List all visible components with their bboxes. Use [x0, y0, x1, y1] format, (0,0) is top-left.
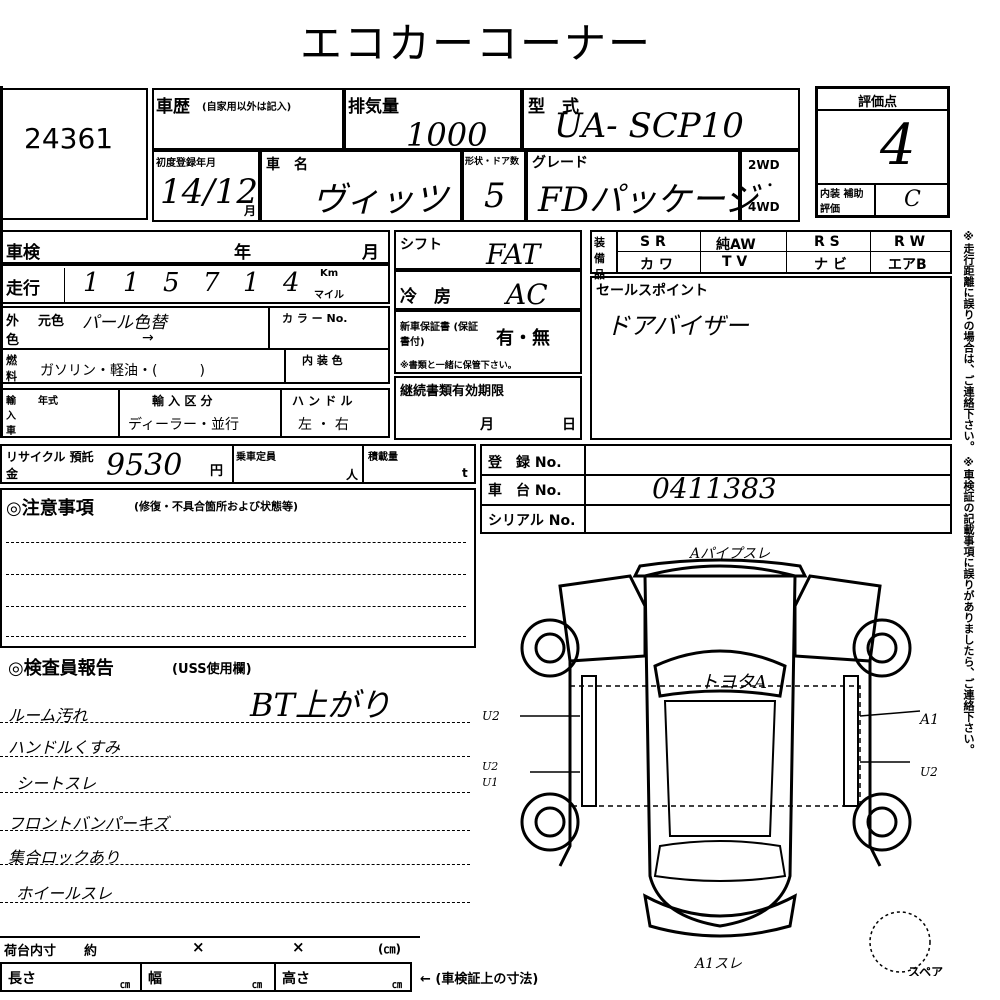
- import-cell: 輸入車 年式 輸 入 区 分 ディーラー・並行 ハ ン ド ル 左 ・ 右: [0, 388, 390, 438]
- shaken-cell: 車検 年 月: [0, 230, 390, 264]
- history-cell: 車歴 (自家用以外は記入): [152, 88, 344, 150]
- page-title: エコカーコーナー: [300, 19, 653, 68]
- rear-note: A1スレ: [693, 956, 742, 972]
- inspection-expiry-cell: 継続書類有効期限 月 日: [394, 376, 582, 440]
- warranty-cell: 新車保証書 (保証書付) 有・無 ※書類と一緒に保管下さい。: [394, 310, 582, 374]
- exterior-color-cell: 外色 元色 パール色替 → カ ラ ー No.: [0, 306, 390, 350]
- notes-box: ◎注意事項 (修復・不具合箇所および状態等): [0, 488, 476, 648]
- spare-label: スペア: [908, 965, 943, 976]
- roof-note: トヨタA: [700, 672, 767, 693]
- reg-table: 登 録 No. 車 台 No. 0411383 シリアル No.: [480, 444, 952, 534]
- car-diagram: Aパイプスレ トヨタA U2 U2 U1 A1 U2 A1スレ スペア: [482, 546, 943, 976]
- sales-point-cell: セールスポイント ドアバイザー: [590, 276, 952, 440]
- aircon-cell: 冷 房 AC: [394, 270, 582, 311]
- left-mid-note: U2: [482, 760, 498, 773]
- right-top-note: A1: [918, 712, 939, 728]
- grade-cell: グレード FDパッケージ: [526, 150, 758, 222]
- chassis-number: 0411383: [652, 472, 777, 505]
- equipment-table: 装備品 S R 純AW R S R W カ ワ T V ナ ビ エアB: [590, 230, 952, 281]
- model-cell: 型 式 UA- SCP10: [522, 88, 800, 150]
- left-mid2-note: U1: [482, 776, 498, 789]
- lot-number-box: 24361: [0, 88, 148, 220]
- displacement-cell: 排気量 1000: [344, 88, 522, 154]
- mileage-cell: 走行 1 1 5 7 1 4 Km マイル: [0, 264, 390, 304]
- lot-number: 24361: [24, 122, 114, 155]
- doors-cell: 形状・ドア数 5: [462, 150, 526, 222]
- left-top-note: U2: [482, 709, 500, 723]
- recycle-cell: リサイクル 預託金 9530 円 乗車定員 人 積載量 t: [0, 444, 476, 484]
- inspector-report: ◎検査員報告 (USS使用欄) BT上がり ルーム汚れ ハンドルくすみ シートス…: [0, 652, 480, 932]
- front-note: Aパイプスレ: [688, 546, 770, 562]
- rating-box: 評価点 4 内装 補助評価 C: [815, 86, 950, 218]
- fuel-cell: 燃料 ガソリン・軽油・( ) 内 装 色: [0, 348, 390, 384]
- right-mid-note: U2: [920, 765, 938, 779]
- dims-row: 長さ ㎝ 幅 ㎝ 高さ ㎝: [0, 962, 412, 992]
- first-reg-cell: 初度登録年月 14/12 月: [152, 150, 260, 222]
- drive-cell: 2WD ・ 4WD: [740, 150, 800, 222]
- side-note: ※走行距離に誤りの場合は、ご連絡下さい。 ※車検証の記載事項に誤りがありましたら…: [962, 230, 975, 755]
- dims-note: ← (車検証上の寸法): [420, 972, 539, 987]
- car-name-cell: 車 名 ヴィッツ: [260, 150, 462, 222]
- cargo-row: 荷台内寸 約 × × (㎝): [0, 936, 420, 962]
- shift-cell: シフト FAT: [394, 230, 582, 271]
